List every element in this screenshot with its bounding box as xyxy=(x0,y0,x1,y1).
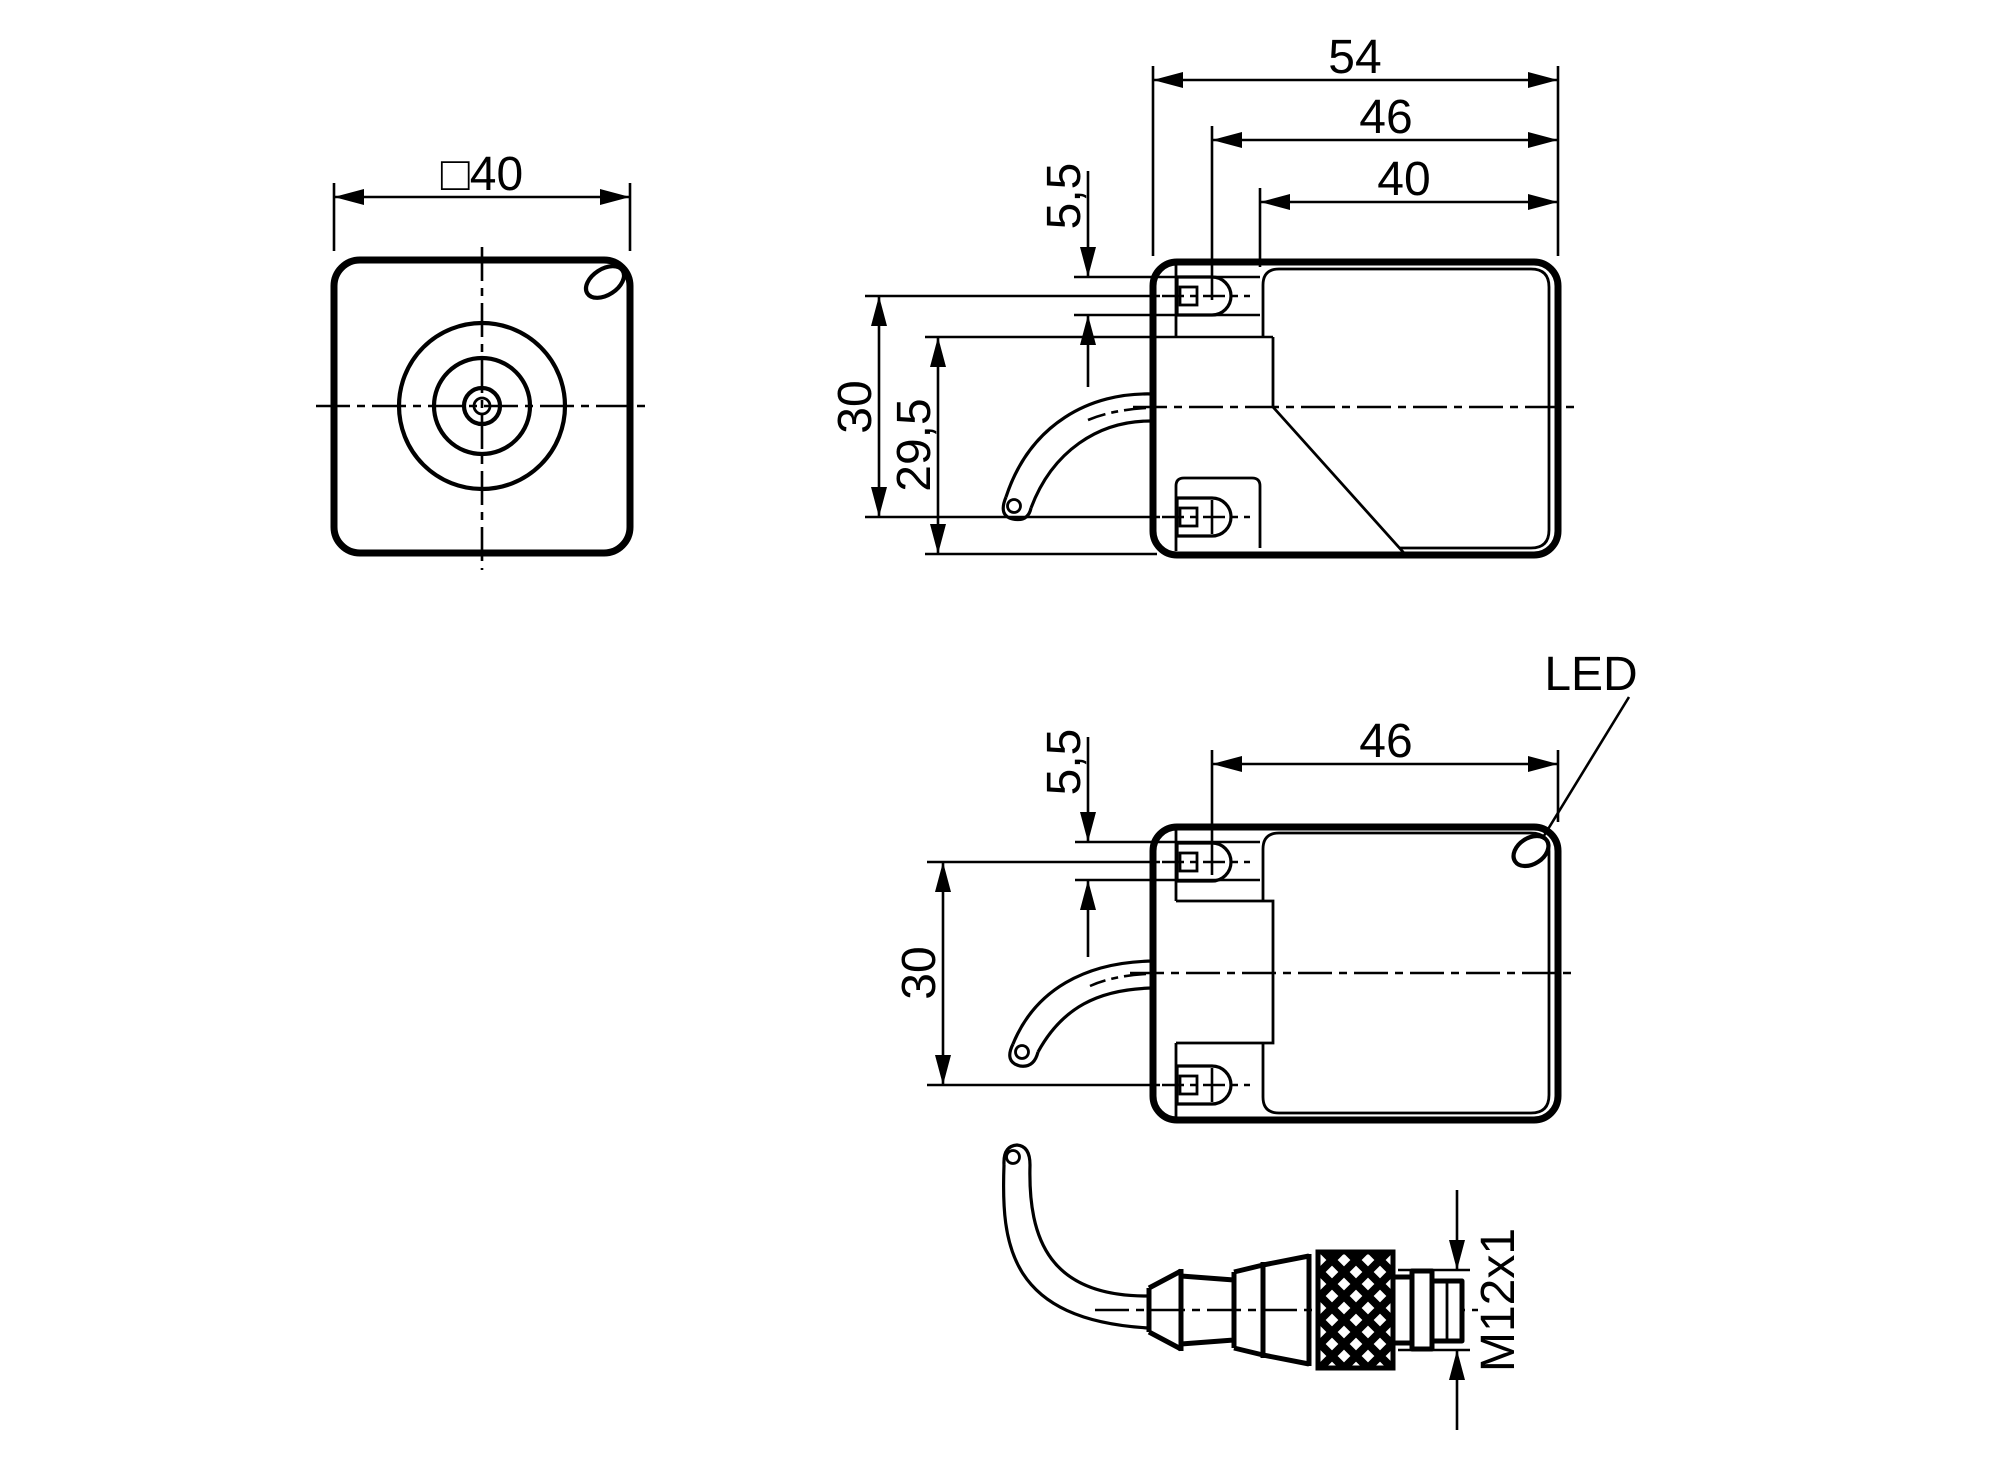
extension-lines-30 xyxy=(927,860,1160,1087)
front-view: □40 xyxy=(316,148,648,570)
led-hole-top xyxy=(1511,833,1551,869)
dim-label-5-5: 5,5 xyxy=(1038,729,1091,796)
thread-label: M12x1 xyxy=(1472,1228,1525,1372)
extension-lines-30 xyxy=(865,294,1160,519)
cable-edge-top xyxy=(1011,959,1154,1045)
arrow-5-5-down xyxy=(1080,812,1096,842)
cable-end-cap xyxy=(1008,1043,1040,1068)
side-body-outline xyxy=(1149,258,1562,559)
dim-label-5-5: 5,5 xyxy=(1038,163,1091,230)
arrow-54-right xyxy=(1528,72,1558,88)
extension-lines-width xyxy=(332,183,632,251)
arrow-30-down xyxy=(871,487,887,517)
cable-edge-inner xyxy=(1028,1164,1150,1298)
arrow-5-5-up xyxy=(1080,880,1096,910)
led-leader-line xyxy=(1540,696,1631,840)
arrow-30-up xyxy=(871,296,887,326)
led-hole-front xyxy=(583,264,627,300)
arrow-40-left xyxy=(1260,194,1290,210)
dim-label-46: 46 xyxy=(1359,715,1412,768)
arrow-46-left xyxy=(1212,132,1242,148)
side-view: 54 46 40 5,5 30 29,5 xyxy=(829,31,1578,559)
dim-label-29-5: 29,5 xyxy=(888,398,941,491)
arrow-46-right xyxy=(1528,756,1558,772)
dim-label-30: 30 xyxy=(893,946,946,999)
cable-end-cap xyxy=(1001,496,1033,522)
connector-view: M12x1 xyxy=(1001,1143,1525,1430)
side-bottom-lug-edge xyxy=(1174,476,1262,551)
knurled-coupling-nut xyxy=(1315,1249,1396,1371)
arrow-54-left xyxy=(1153,72,1183,88)
side-inner-face-edge xyxy=(1261,267,1551,550)
cable-wire-end xyxy=(1005,1149,1021,1165)
thread-shoulder xyxy=(1409,1268,1435,1352)
connector-cone xyxy=(1262,1252,1321,1368)
extension-lines-5-5 xyxy=(1074,275,1260,317)
mounting-slot-bottom xyxy=(1175,496,1233,538)
extension-lines-54 xyxy=(1151,66,1560,256)
arrow-right xyxy=(600,189,630,205)
arrow-m12-down xyxy=(1449,1240,1465,1270)
extension-lines-46 xyxy=(1210,750,1560,875)
side-chamfer-edge xyxy=(1271,337,1406,554)
cable-centerline xyxy=(1087,406,1147,422)
cable-wire-end xyxy=(1014,1044,1030,1060)
cable-edge-bottom xyxy=(1029,419,1154,509)
cable-edge-bottom xyxy=(1036,986,1154,1053)
cable-centerline xyxy=(1089,972,1147,988)
arrow-5-5-up xyxy=(1080,315,1096,345)
cable-end-cap xyxy=(1002,1143,1032,1166)
dim-label-46: 46 xyxy=(1359,91,1412,144)
cable-wire-end xyxy=(1006,498,1022,514)
top-view: LED 46 5,5 30 xyxy=(893,648,1638,1124)
arrow-29-5-up xyxy=(930,337,946,367)
extension-lines-29-5 xyxy=(925,335,1273,556)
extension-lines-5-5 xyxy=(1075,840,1260,882)
arrow-46-right xyxy=(1528,132,1558,148)
strain-relief-barrel xyxy=(1180,1272,1237,1348)
cable-edge-outer xyxy=(1001,1164,1150,1330)
dim-label-40: 40 xyxy=(1377,153,1430,206)
dim-label-54: 54 xyxy=(1328,31,1381,84)
strain-relief-rib-2 xyxy=(1233,1262,1266,1358)
dim-label-30: 30 xyxy=(829,380,882,433)
cable-edge-top xyxy=(1004,392,1154,498)
led-label: LED xyxy=(1544,648,1637,701)
connector-step-ring xyxy=(1390,1274,1415,1346)
arrow-30-down xyxy=(935,1055,951,1085)
arrow-40-right xyxy=(1528,194,1558,210)
arrow-46-left xyxy=(1212,756,1242,772)
arrow-29-5-down xyxy=(930,524,946,554)
strain-relief-rib-1 xyxy=(1146,1268,1184,1352)
arrow-30-up xyxy=(935,862,951,892)
arrow-m12-up xyxy=(1449,1350,1465,1380)
mounting-slot-bottom xyxy=(1175,1064,1233,1106)
arrow-left xyxy=(334,189,364,205)
dim-label-square-40: □40 xyxy=(441,148,523,201)
arrow-5-5-down xyxy=(1080,247,1096,277)
